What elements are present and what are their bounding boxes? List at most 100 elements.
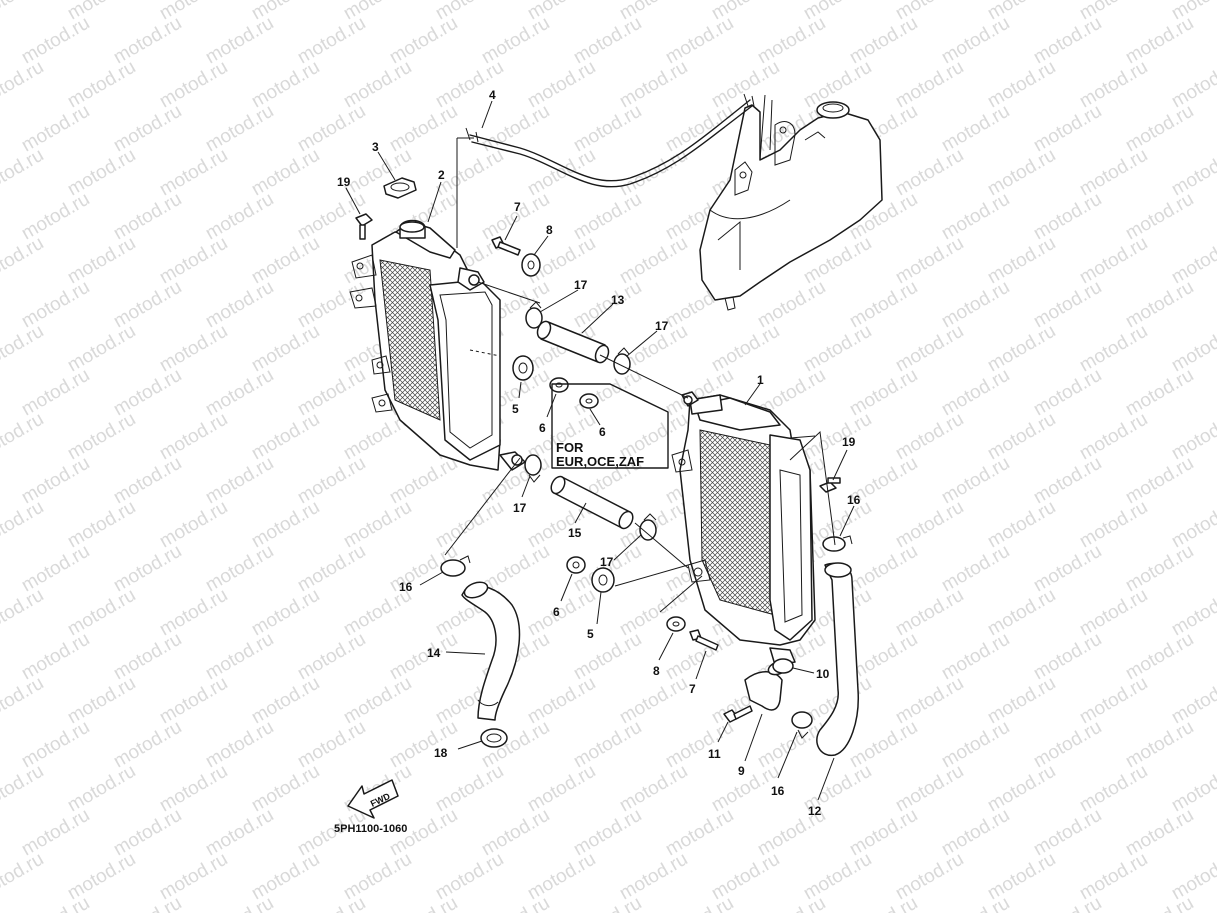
watermark-text: motod.ru <box>0 13 1 69</box>
callout-17-b: 17 <box>655 319 669 333</box>
grommet-5-top <box>512 355 534 381</box>
watermark-text: motod.ru <box>0 321 47 377</box>
bolt-19-right <box>819 477 841 493</box>
watermark-text: motod.ru <box>1168 233 1217 289</box>
callout-2: 2 <box>438 168 445 182</box>
watermark-text: motod.ru <box>0 365 1 421</box>
diagram-code: 5PH1100-1060 <box>334 823 407 835</box>
grommet-5-bottom <box>591 567 615 593</box>
watermark-text: motod.ru <box>0 409 47 465</box>
right-radiator <box>671 391 816 666</box>
note-ref-label: 6 <box>599 425 606 439</box>
clamp-16-bottom <box>791 711 813 739</box>
callout-13: 13 <box>611 293 625 307</box>
watermark-text: motod.ru <box>0 497 47 553</box>
watermark-text: motod.ru <box>294 893 369 913</box>
watermark-text: motod.ru <box>1168 57 1217 113</box>
callout-12: 12 <box>808 804 822 818</box>
collar-6-bottom <box>566 556 586 574</box>
callout-15: 15 <box>568 526 582 540</box>
callout-17-c: 17 <box>513 501 527 515</box>
watermark-text: motod.ru <box>0 145 47 201</box>
collar-6-top <box>549 377 569 393</box>
clamp-17-c <box>524 454 542 483</box>
callout-17-d: 17 <box>600 555 614 569</box>
clamp-16-right <box>822 535 853 552</box>
callout-7-top: 7 <box>514 200 521 214</box>
watermark-text: motod.ru <box>0 717 1 773</box>
watermark-text: motod.ru <box>1168 409 1217 465</box>
watermark-text: motod.ru <box>0 57 47 113</box>
watermark-text: motod.ru <box>0 189 1 245</box>
bolt-7-top <box>491 236 521 256</box>
callout-16-left: 16 <box>399 580 413 594</box>
callout-14: 14 <box>427 646 441 660</box>
callout-17-a: 17 <box>574 278 588 292</box>
note-line1: FOR <box>556 440 584 455</box>
hose-14 <box>461 581 521 721</box>
watermark-text: motod.ru <box>0 541 1 597</box>
callout-16-right: 16 <box>847 493 861 507</box>
watermark-text: motod.ru <box>570 893 645 913</box>
clamp-18 <box>480 728 508 748</box>
watermark-text: motod.ru <box>18 893 93 913</box>
callout-1: 1 <box>757 373 764 387</box>
regional-note: 6 FOR EUR,OCE,ZAF <box>551 383 669 469</box>
watermark-text: motod.ru <box>0 277 1 333</box>
callout-19-right: 19 <box>842 435 856 449</box>
watermark-text: motod.ru <box>0 893 1 913</box>
callout-5-top: 5 <box>512 402 519 416</box>
bolt-7-bottom <box>689 629 719 651</box>
watermark-text: motod.ru <box>938 893 1013 913</box>
bolt-11 <box>723 705 753 723</box>
washer-8-bottom <box>666 616 686 632</box>
watermark-text: motod.ru <box>0 805 1 861</box>
clamp-17-a <box>525 301 543 329</box>
watermark-text: motod.ru <box>1168 145 1217 201</box>
radiator-cap <box>383 177 417 199</box>
bolt-19-left <box>355 213 373 240</box>
watermark-text: motod.ru <box>0 233 47 289</box>
callout-7-bottom: 7 <box>689 682 696 696</box>
washer-8-top <box>521 253 541 277</box>
watermark-text: motod.ru <box>1168 849 1217 905</box>
watermark-text: motod.ru <box>0 453 1 509</box>
hose-12 <box>816 562 859 757</box>
callout-11: 11 <box>708 747 721 761</box>
callout-6-top: 6 <box>539 421 546 435</box>
watermark-text: motod.ru <box>846 893 921 913</box>
watermark-text: motod.ru <box>0 761 47 817</box>
watermark-text: motod.ru <box>0 849 47 905</box>
collar-6-note <box>579 393 599 409</box>
callout-8-bottom: 8 <box>653 664 660 678</box>
watermark-text: motod.ru <box>662 893 737 913</box>
watermark-text: motod.ru <box>1030 893 1105 913</box>
watermark-text: motod.ru <box>1122 893 1197 913</box>
clamp-16-left <box>440 555 471 577</box>
callout-3: 3 <box>372 140 379 154</box>
callout-10: 10 <box>816 667 830 681</box>
callout-8-top: 8 <box>546 223 553 237</box>
hose-13 <box>536 320 610 364</box>
watermark-text: motod.ru <box>1168 321 1217 377</box>
watermark-text: motod.ru <box>1168 673 1217 729</box>
watermark-text: motod.ru <box>1168 761 1217 817</box>
left-radiator <box>349 219 526 471</box>
watermark-text: motod.ru <box>386 893 461 913</box>
watermark-text: motod.ru <box>0 585 47 641</box>
callout-19-left: 19 <box>337 175 351 189</box>
callout-4: 4 <box>489 88 496 102</box>
watermark-text: motod.ru <box>1168 585 1217 641</box>
leader-lines <box>345 94 855 801</box>
callout-labels: 1 2 3 4 5 5 6 6 7 7 8 8 9 10 11 12 13 14… <box>337 88 861 818</box>
watermark-text: motod.ru <box>0 101 1 157</box>
watermark-text: motod.ru <box>0 673 47 729</box>
watermark-text: motod.ru <box>202 893 277 913</box>
watermark-text: motod.ru <box>0 629 1 685</box>
watermark-text: motod.ru <box>754 893 829 913</box>
note-line2: EUR,OCE,ZAF <box>556 454 644 469</box>
hose-15 <box>550 475 634 530</box>
watermark-text: motod.ru <box>478 893 553 913</box>
